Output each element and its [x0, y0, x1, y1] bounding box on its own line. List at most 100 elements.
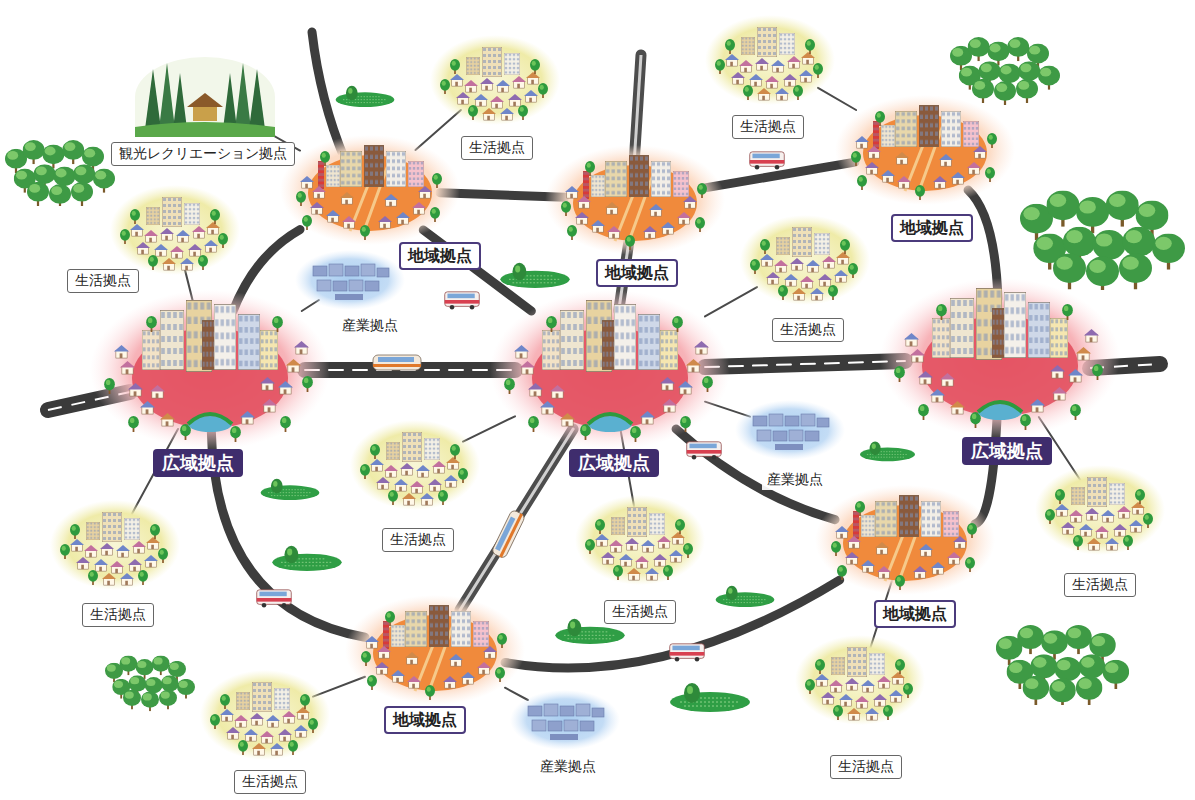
- industry-hub: 産業拠点: [750, 410, 830, 450]
- town-clusters: [50, 15, 1165, 760]
- illustration-use: [336, 86, 395, 107]
- illustration-use: [200, 670, 330, 760]
- parks: [261, 86, 915, 712]
- illustration-use: [490, 290, 730, 450]
- hub-label: 地域拠点: [596, 259, 678, 287]
- life-hub: 生活拠点: [812, 650, 908, 710]
- illustration-use: [996, 625, 1129, 708]
- illustration-use: [350, 420, 480, 510]
- regional-hub: 地域拠点: [365, 610, 505, 690]
- connector-stroke: [505, 580, 840, 668]
- life-hub: 生活拠点: [1052, 480, 1148, 540]
- regional-hub: 地域拠点: [300, 150, 440, 230]
- illustration-use: [261, 479, 320, 500]
- illustration-use: [545, 145, 725, 255]
- regional-hub: 地域拠点: [835, 500, 975, 580]
- wide-area-hub: 広域拠点: [905, 299, 1095, 417]
- illustration-use: [257, 590, 292, 608]
- road: [705, 361, 905, 367]
- hub-label: 生活拠点: [67, 269, 139, 293]
- illustration-use: [670, 683, 750, 712]
- illustration-use: [430, 35, 560, 125]
- link-line: [415, 110, 460, 150]
- life-hub: 生活拠点: [67, 515, 163, 575]
- wide-area-hub: 広域拠点: [515, 311, 705, 429]
- hub-label: 産業拠点: [535, 757, 601, 777]
- illustration-use: [716, 586, 775, 607]
- life-hub: 生活拠点: [127, 200, 223, 260]
- life-hub: 生活拠点: [592, 510, 688, 570]
- wide-area-hub: 広域拠点: [115, 311, 305, 429]
- illustration-use: [491, 509, 526, 559]
- hub-label: 地域拠点: [891, 214, 973, 242]
- industry-hub: 産業拠点: [525, 700, 605, 740]
- regional-hub: 地域拠点: [565, 160, 705, 240]
- illustration-use: [445, 292, 480, 310]
- regional-hub: 地域拠点: [855, 110, 995, 190]
- illustration-use: [1020, 191, 1185, 293]
- illustration-use: [575, 495, 705, 585]
- connector-stroke: [705, 361, 905, 367]
- hub-label: 地域拠点: [399, 242, 481, 270]
- hub-label: 生活拠点: [604, 600, 676, 624]
- illustration-use: [835, 95, 1015, 205]
- illustration-use: [670, 644, 705, 662]
- hub-label: 生活拠点: [82, 603, 154, 627]
- illustration-use: [105, 656, 195, 712]
- illustration-use: [272, 546, 341, 571]
- connector-stroke: [505, 688, 528, 700]
- forest-groups: [5, 37, 1185, 711]
- hub-label: 産業拠点: [337, 316, 403, 336]
- life-hub: 生活拠点: [367, 435, 463, 495]
- hub-label: 生活拠点: [234, 770, 306, 794]
- connector-stroke: [415, 110, 460, 150]
- illustration-use: [735, 400, 845, 460]
- life-hub: 生活拠点: [722, 30, 818, 90]
- hub-label: 産業拠点: [762, 470, 828, 490]
- life-hub: 生活拠点: [757, 230, 853, 290]
- life-hub: 生活拠点: [217, 685, 313, 745]
- connector-stroke: [705, 361, 905, 367]
- link-line: [505, 688, 528, 700]
- illustration-use: [500, 263, 569, 288]
- hub-label: 生活拠点: [382, 528, 454, 552]
- illustration-use: [135, 57, 275, 137]
- connector-stroke: [705, 287, 757, 316]
- illustration-use: [50, 500, 180, 590]
- hub-label: 地域拠点: [384, 706, 466, 734]
- industry-hub: 産業拠点: [310, 260, 390, 300]
- illustration-use: [345, 595, 525, 705]
- connector-stroke: [818, 88, 856, 110]
- illustration-use: [295, 250, 405, 310]
- illustration-use: [280, 135, 460, 245]
- link-line: [463, 416, 515, 441]
- illustration-use: [5, 140, 115, 208]
- hub-label: 生活拠点: [830, 755, 902, 779]
- hub-label: 広域拠点: [962, 437, 1052, 466]
- hub-label: 生活拠点: [1064, 573, 1136, 597]
- illustration-use: [510, 690, 620, 750]
- hub-label: 広域拠点: [153, 449, 243, 478]
- illustration-use: [795, 635, 925, 725]
- hub-label: 生活拠点: [772, 318, 844, 342]
- hub-label: 生活拠点: [461, 136, 533, 160]
- vehicles: [257, 152, 785, 662]
- illustration-use: [860, 441, 915, 461]
- illustration-use: [1035, 465, 1165, 555]
- link-line: [818, 88, 856, 110]
- hub-label: 観光レクリエーション拠点: [111, 142, 295, 166]
- illustration-use: [740, 215, 870, 305]
- illustration-use: [880, 278, 1120, 438]
- road: [505, 580, 840, 668]
- illustration-use: [815, 485, 995, 595]
- connector-stroke: [463, 416, 515, 441]
- hub-label: 広域拠点: [569, 449, 659, 478]
- illustration-use: [687, 442, 722, 460]
- hub-label: 生活拠点: [732, 115, 804, 139]
- recreation-hub: 観光レクリエーション拠点: [150, 69, 260, 125]
- illustration-use: [705, 15, 835, 105]
- hub-label: 地域拠点: [874, 600, 956, 628]
- illustration-use: [90, 290, 330, 450]
